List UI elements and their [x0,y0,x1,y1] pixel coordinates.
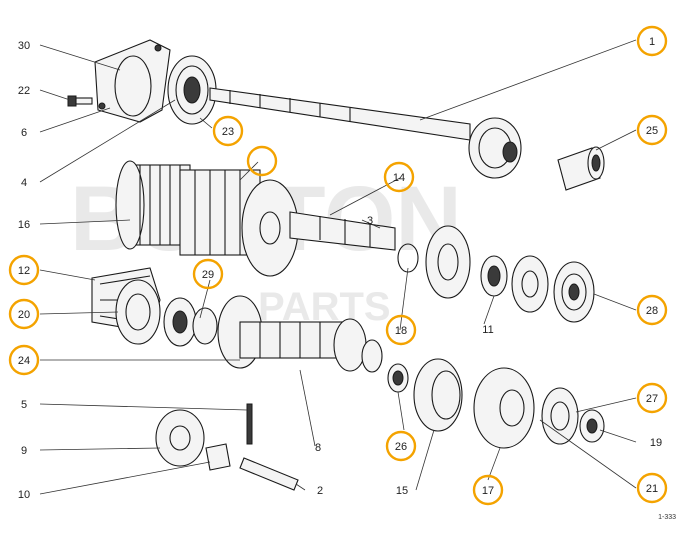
label-24: 24 [18,355,30,367]
callout-circle-29 [192,258,224,290]
label-12: 12 [18,265,30,277]
label-3: 3 [367,215,373,227]
label-6: 6 [21,127,27,139]
callout-circle-26 [385,430,417,462]
label-14: 14 [393,172,405,184]
label-5: 5 [21,399,27,411]
callout-circle-20 [8,298,40,330]
races-washers [115,279,218,347]
needle-roller [557,146,605,191]
label-23: 23 [222,126,234,138]
bush-26 [387,363,409,393]
reverse-gear [155,409,231,471]
callout-circle-21 [636,472,668,504]
label-9: 9 [21,445,27,457]
label-1: 1 [649,36,655,48]
cluster-gear [115,160,261,256]
gear-set-11 [425,225,549,313]
callout-circle-27 [636,382,668,414]
label-4: 4 [21,177,27,189]
callout-circle-14 [383,161,415,193]
label-11: 11 [482,324,493,336]
bolt [67,95,93,107]
mainshaft [209,87,522,179]
callout-circle-12 [8,254,40,286]
label-27: 27 [646,393,658,405]
callout-circle-24 [8,344,40,376]
highlight-circles [8,25,668,506]
laygear-cluster [217,295,383,373]
callout-circle-23 [212,115,244,147]
circlip [397,243,419,273]
callout-circle-28 [636,294,668,326]
label-29: 29 [202,269,214,281]
label-25: 25 [646,125,658,137]
label-8: 8 [315,442,321,454]
label-16: 16 [18,219,30,231]
label-28: 28 [646,305,658,317]
label-18: 18 [395,325,407,337]
synchro-hub [413,358,463,432]
label-21: 21 [646,483,658,495]
label-26: 26 [395,441,407,453]
label-30: 30 [18,40,30,52]
callout-circle-1 [636,25,668,57]
label-19: 19 [650,437,662,449]
pin [246,403,253,445]
hub-bearing [541,387,605,445]
label-15: 15 [396,485,408,497]
synchro-disc [241,179,299,277]
flange-plate [94,39,171,123]
callout-circle-blank [246,145,278,177]
part-labels: 1 23 25 14 12 29 20 18 28 24 27 26 17 21… [18,36,662,501]
reverse-shaft [239,457,299,491]
bearing-28 [553,261,595,323]
input-shaft [289,211,396,251]
label-10: 10 [18,489,30,501]
label-17: 17 [482,485,494,497]
label-2: 2 [317,485,323,497]
bearing-23 [167,55,217,125]
drawing-reference: 1-333 [658,514,676,521]
leader-lines [39,39,637,495]
label-22: 22 [18,85,30,97]
label-20: 20 [18,309,30,321]
callout-circle-17 [472,474,504,506]
callout-circle-25 [636,114,668,146]
callout-circle-18 [385,314,417,346]
gear-17 [473,367,535,449]
